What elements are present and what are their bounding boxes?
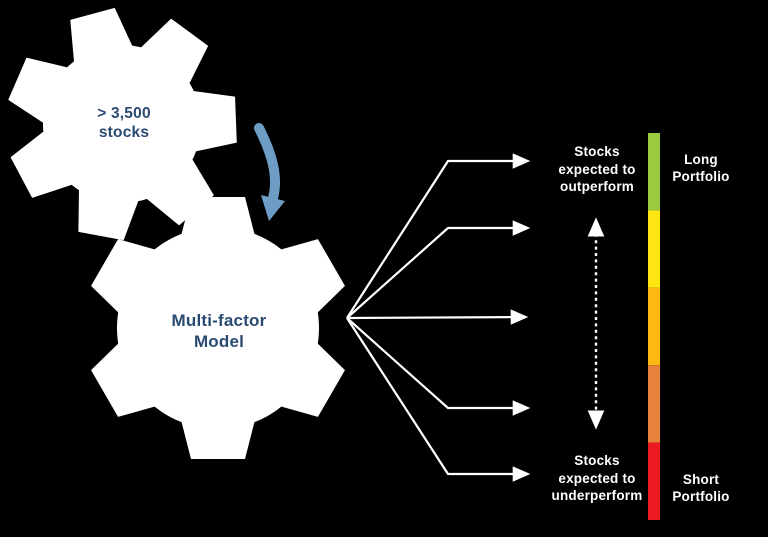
short-portfolio-label-line2: Portfolio: [672, 489, 730, 504]
outperform-label-line3: outperform: [560, 179, 634, 194]
underperform-label: Stocks expected to underperform: [533, 452, 661, 505]
long-portfolio-label: Long Portfolio: [659, 151, 743, 185]
flow-arrow-icon: [254, 123, 285, 221]
universe-gear-label-line2: stocks: [98, 124, 150, 141]
outperform-label: Stocks expected to outperform: [536, 143, 658, 196]
universe-gear-icon: [8, 7, 237, 241]
underperform-label-line1: Stocks: [574, 453, 620, 468]
spectrum-segment-amber: [648, 287, 660, 366]
spectrum-segment-red: [648, 442, 660, 520]
underperform-label-line3: underperform: [551, 488, 643, 503]
long-portfolio-label-line2: Portfolio: [672, 169, 730, 184]
universe-gear-label-line1: > 3,500: [97, 105, 151, 122]
universe-gear-label: > 3,500 stocks: [56, 104, 192, 142]
spectrum-segment-green: [648, 133, 660, 211]
underperform-label-line2: expected to: [558, 470, 636, 486]
spectrum-bar: [648, 133, 660, 520]
model-gear-icon: [91, 197, 345, 459]
spectrum-segment-orange: [648, 365, 660, 443]
spectrum-segment-yellow: [648, 210, 660, 288]
fan-arrows-icon: [346, 153, 531, 482]
model-gear-label-line2: Model: [193, 332, 245, 351]
outperform-label-line1: Stocks: [574, 144, 620, 159]
short-portfolio-label-line1: Short: [682, 472, 720, 487]
short-portfolio-label: Short Portfolio: [659, 471, 743, 505]
model-gear-label: Multi-factor Model: [146, 310, 292, 352]
long-portfolio-label-line1: Long: [684, 152, 718, 167]
outperform-label-line2: expected to: [558, 161, 636, 177]
model-gear-label-line1: Multi-factor: [171, 311, 267, 330]
